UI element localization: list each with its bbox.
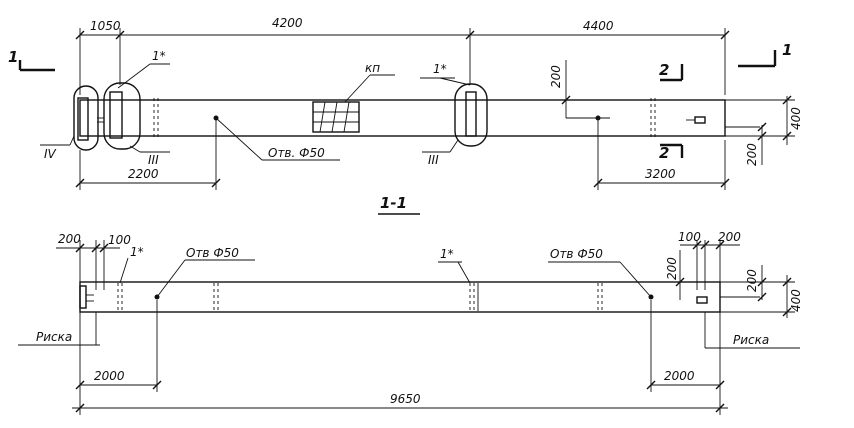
dim-200-vert: 200	[665, 257, 679, 280]
detail-loop-left	[103, 82, 141, 150]
end-plate-left	[77, 97, 89, 141]
section-view: 1-1 200 100 100 200	[18, 194, 803, 415]
riska-left: Риска	[36, 330, 72, 344]
end-part-right	[694, 116, 706, 124]
section-1-left-label: 1	[8, 48, 18, 66]
section-2-top: 2	[659, 61, 669, 79]
kp-label: кп	[365, 61, 380, 75]
section-1-right-label: 1	[782, 41, 792, 59]
riska-right: Риска	[733, 333, 769, 347]
end-part-right-section	[696, 296, 708, 304]
mark-III-left: III	[148, 153, 159, 167]
top-view: 1050 4200 4400 1 1	[8, 16, 803, 190]
mark-1star-left-section: 1*	[130, 245, 144, 259]
dim-400-section: 400	[789, 289, 803, 312]
dim-200-b: 200	[745, 143, 759, 166]
hole-label-right: Отв Ф50	[550, 247, 603, 261]
dim-2000-right: 2000	[664, 369, 695, 383]
section-marker-2	[660, 64, 684, 158]
dim-200-right: 200	[718, 230, 741, 244]
mark-1star-left: 1*	[152, 49, 166, 63]
beam-plan	[79, 99, 726, 137]
top-dimension-chain	[75, 28, 730, 95]
mark-III-mid: III	[428, 153, 439, 167]
dim-4400: 4400	[583, 19, 614, 33]
section-2-bottom: 2	[659, 144, 669, 162]
mark-1star-mid: 1*	[433, 62, 447, 76]
mark-IV: IV	[44, 147, 57, 161]
section-marker-1-right	[738, 50, 777, 68]
mark-1star-mid-section: 1*	[440, 247, 454, 261]
section-marker-1-left	[18, 60, 55, 72]
dim-3200: 3200	[645, 167, 676, 181]
dim-4200: 4200	[272, 16, 303, 30]
dim-200-a: 200	[549, 65, 563, 88]
dim-2200: 2200	[128, 167, 159, 181]
end-part-left-section	[79, 285, 87, 309]
dim-100-left: 100	[108, 233, 131, 247]
dim-1050: 1050	[90, 19, 121, 33]
dim-9650: 9650	[390, 392, 421, 406]
dim-2000-left: 2000	[94, 369, 125, 383]
beam-section	[79, 281, 721, 313]
dim-100-right: 100	[678, 230, 701, 244]
kp-mesh	[312, 101, 360, 133]
section-title: 1-1	[380, 194, 407, 212]
dim-200-left: 200	[58, 232, 81, 246]
hole-label: Отв. Ф50	[268, 146, 325, 160]
detail-loop-mid	[454, 83, 488, 147]
embedded-part-mid	[465, 91, 477, 137]
hole-label-left: Отв Ф50	[186, 246, 239, 260]
embedded-part-left	[109, 91, 123, 139]
dim-400: 400	[789, 107, 803, 130]
dim-200-side: 200	[745, 269, 759, 292]
